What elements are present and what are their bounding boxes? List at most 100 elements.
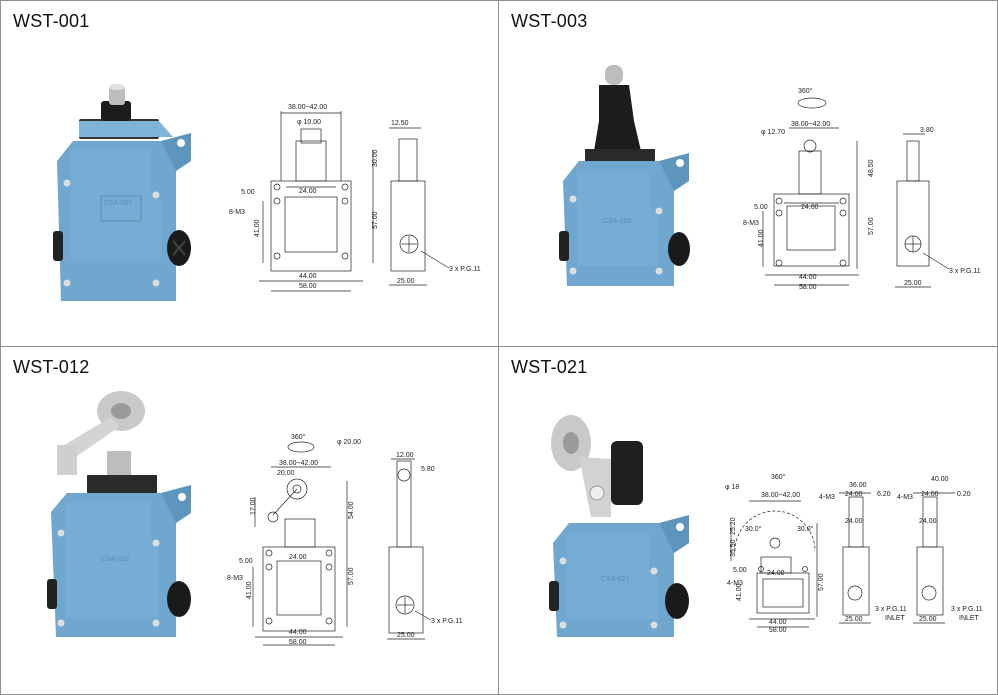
dim-height-right: 57.00 — [868, 217, 875, 235]
dim-angle-1: 30.0° — [745, 525, 762, 533]
dim-dia: φ 18 — [725, 484, 739, 491]
dim-top: 38.00~42.00 — [288, 104, 327, 111]
dim-height-a: 25.20 — [730, 517, 737, 535]
switch-photo: CSA-021 — [549, 415, 689, 637]
dim-rotation: 360° — [771, 473, 786, 481]
dim-side2-a: 24.00 — [921, 491, 939, 498]
product-illustration: CSA-001 — [53, 84, 481, 301]
side-drawing-2 — [913, 492, 955, 624]
dim-gland: 3 x P.G.11 — [449, 266, 481, 273]
dim-depth-2: 25.00 — [919, 616, 937, 623]
dim-height-left: 41.00 — [736, 583, 743, 601]
dim-gland-1: 3 x P.G.11 — [875, 606, 907, 613]
dim-offset: 5.00 — [241, 189, 255, 196]
product-title: WST-012 — [13, 357, 90, 377]
dim-base-outer: 58.00 — [769, 627, 787, 634]
side-drawing — [389, 127, 427, 286]
dim-inner-width: 24.00 — [767, 570, 785, 577]
dim-base-inner: 44.00 — [299, 273, 317, 280]
dim-arm: 20.00 — [277, 470, 295, 477]
body-label: CSA-021 — [601, 576, 630, 583]
dim-offset: 5.00 — [733, 567, 747, 574]
dim-depth: 25.00 — [904, 280, 922, 287]
dim-arm-height: 17.00 — [250, 497, 257, 515]
dim-base-inner: 44.00 — [769, 619, 787, 626]
front-drawing — [730, 500, 818, 628]
dim-side2-b: 0.20 — [957, 491, 971, 498]
dim-base-outer: 58.00 — [289, 639, 307, 646]
side-drawing — [387, 458, 425, 640]
dim-depth-1: 25.00 — [845, 616, 863, 623]
dim-side-width-2: 5.80 — [421, 466, 435, 473]
dim-base-outer: 58.00 — [799, 284, 817, 291]
product-title: WST-003 — [511, 11, 588, 31]
dim-rotation: 360° — [798, 87, 813, 95]
dim-screw: 8-M3 — [229, 209, 245, 216]
dim-side-width: 3.80 — [920, 127, 934, 134]
dim-side-width: 12.00 — [396, 452, 414, 459]
product-title: WST-021 — [511, 357, 588, 377]
switch-photo: CSA-012 — [47, 391, 191, 637]
dim-height-right: 57.00 — [348, 567, 355, 585]
dim-height-right: 57.00 — [818, 573, 825, 591]
dim-side1-a: 24.00 — [845, 491, 863, 498]
dim-screw: 8-M3 — [227, 575, 243, 582]
dim-height-top: 54.00 — [348, 501, 355, 519]
switch-photo: CSA-001 — [53, 84, 191, 301]
dim-top: 38.00~42.00 — [761, 492, 800, 499]
dim-side-width: 12.50 — [391, 120, 409, 127]
dim-depth: 25.00 — [397, 632, 415, 639]
dim-height-left: 41.00 — [254, 219, 261, 237]
product-illustration: CSA-003 360 — [559, 65, 981, 291]
dim-height-top: 30.00 — [372, 149, 379, 167]
product-cell-wst-021: WST-021 CSA-021 — [499, 347, 997, 694]
dim-side1-inner: 24.00 — [845, 518, 863, 525]
product-cell-wst-003: WST-003 CSA-003 — [499, 1, 997, 347]
side-drawing — [895, 133, 931, 288]
front-drawing — [259, 111, 374, 292]
dim-side2-screw: 4-M3 — [897, 494, 913, 501]
dim-gland: 3 x P.G.11 — [949, 268, 981, 275]
body-label: CSA-003 — [603, 218, 632, 225]
dim-base-outer: 58.00 — [299, 283, 317, 290]
dim-inner-width: 24.00 — [299, 188, 317, 195]
dim-height-b: 35.50 — [730, 539, 737, 557]
product-cell-wst-012: WST-012 CSA-012 — [1, 347, 499, 694]
dim-height-top: 48.50 — [868, 159, 875, 177]
dim-inner-width: 24.00 — [289, 554, 307, 561]
dim-rotation: 360° — [291, 433, 306, 441]
dim-inner-width: 24.00 — [801, 204, 819, 211]
dim-side2-inner: 24.00 — [919, 518, 937, 525]
dim-base-inner: 44.00 — [799, 274, 817, 281]
dim-dia: φ 10.00 — [297, 119, 321, 126]
dim-dia: φ 20.00 — [337, 439, 361, 446]
body-label: CSA-001 — [104, 200, 133, 207]
dim-height-left: 41.00 — [758, 229, 765, 247]
dim-base-inner: 44.00 — [289, 629, 307, 636]
dim-inlet-2: INLET — [959, 615, 980, 622]
dim-side1-b: 6.20 — [877, 491, 891, 498]
dim-offset: 5.00 — [754, 204, 768, 211]
dim-angle-2: 30.0° — [797, 525, 814, 533]
dim-depth: 25.00 — [397, 278, 415, 285]
body-label: CSA-012 — [101, 556, 130, 563]
side-drawing-1 — [839, 492, 871, 624]
product-illustration: CSA-012 — [47, 391, 463, 646]
dim-inlet-1: INLET — [885, 615, 906, 622]
front-drawing — [762, 97, 859, 286]
dim-side1-top: 36.00 — [849, 482, 867, 489]
dim-top: 38.00~42.00 — [791, 121, 830, 128]
dim-dia: φ 12.70 — [761, 129, 785, 136]
dim-gland: 3 x P.G.11 — [431, 618, 463, 625]
product-illustration: CSA-021 φ 18 360° 38.00~42 — [549, 415, 983, 637]
front-drawing — [252, 441, 348, 646]
product-title: WST-001 — [13, 11, 90, 31]
product-cell-wst-001: WST-001 CSA-001 — [1, 1, 499, 347]
dim-side2-top: 40.00 — [931, 476, 949, 483]
dim-screw: 8-M3 — [743, 220, 759, 227]
dim-height-right: 57.00 — [372, 211, 379, 229]
dim-height-left: 41.00 — [246, 581, 253, 599]
dim-offset: 5.00 — [239, 558, 253, 565]
switch-photo: CSA-003 — [559, 65, 690, 286]
